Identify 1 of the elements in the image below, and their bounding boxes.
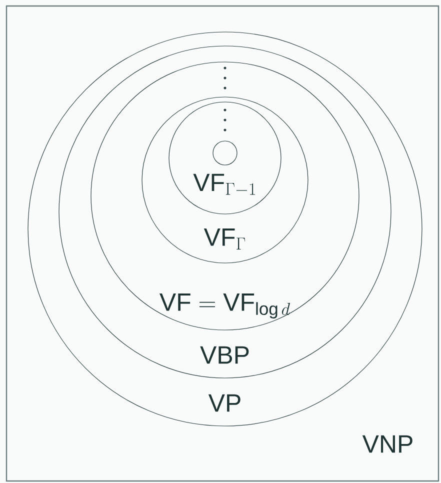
small-circle: [212, 140, 238, 166]
